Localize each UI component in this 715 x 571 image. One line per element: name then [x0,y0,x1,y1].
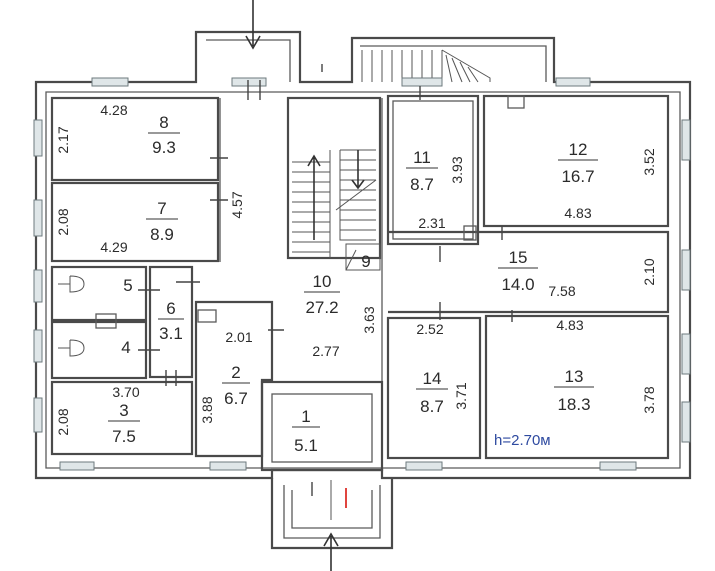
dim-r14-depth: 3.71 [453,382,469,409]
room-7-number: 7 [157,199,166,218]
room-8-area: 9.3 [152,138,176,157]
room-9-number: 9 [361,252,370,271]
dim-r3-depth: 2.08 [55,408,71,435]
room-6-number: 6 [166,299,175,318]
dim-r7-depth: 2.08 [55,208,71,235]
windows [33,77,691,471]
dim-r8-width: 4.28 [100,102,127,118]
dim-r15-len: 7.58 [548,283,575,299]
dim-r12-width: 4.83 [564,205,591,221]
doors [95,64,525,496]
room-6-area: 3.1 [159,324,183,343]
dim-r13-depth: 3.78 [641,386,657,413]
dimension-labels: 4.28 2.17 4.29 2.08 4.57 3.93 2.31 3.52 … [55,102,657,436]
dim-r2-width: 2.01 [225,329,252,345]
room-13-area: 18.3 [557,395,590,414]
room-13-number: 13 [565,367,584,386]
staircase [292,49,491,271]
room-4-number: 4 [121,338,130,357]
room-labels: 8 9.3 7 8.9 5 4 6 3.1 3 7.5 2 6.7 10 27.… [108,113,598,455]
dim-r10-width: 2.77 [312,343,339,359]
top-entrance-arrow [245,0,261,50]
room-11-number: 11 [413,148,431,167]
room-12-area: 16.7 [561,167,594,186]
room-11-area: 8.7 [410,175,434,194]
toilet-fixtures [58,275,85,357]
dim-r8-depth: 2.17 [55,126,71,153]
room-10-number: 10 [313,272,332,291]
outer-walls [34,30,692,550]
room-12-number: 12 [569,140,588,159]
room-7-area: 8.9 [150,225,174,244]
room-3-number: 3 [119,401,128,420]
room-3-area: 7.5 [112,427,136,446]
dim-r12-depth: 3.52 [641,148,657,175]
dim-r11-width: 2.31 [418,215,445,231]
entrance-arrows [245,0,347,571]
dim-corridor-len: 4.57 [229,191,245,218]
dim-r11-depth: 3.93 [449,156,465,183]
dim-r7-width: 4.29 [100,239,127,255]
room-1-number: 1 [301,407,310,426]
room-10-area: 27.2 [305,298,338,317]
dim-r14-width: 2.52 [416,321,443,337]
dim-r3-width: 3.70 [112,384,139,400]
room-14-area: 8.7 [420,397,444,416]
room-15-area: 14.0 [501,275,534,294]
dim-r2-depth: 3.88 [199,396,215,423]
room-2-number: 2 [231,363,240,382]
room-14-number: 14 [423,369,442,388]
dim-r13-width: 4.83 [556,317,583,333]
interior-walls [50,94,670,472]
room-1-area: 5.1 [294,436,318,455]
room-5-number: 5 [123,276,132,295]
room-15-number: 15 [509,248,528,267]
ceiling-height-note: h=2.70м [494,432,551,449]
bottom-entrance-arrow [323,532,339,571]
dim-r10-depth: 3.63 [361,306,377,333]
room-2-area: 6.7 [224,389,248,408]
dim-r15-depth: 2.10 [641,258,657,285]
room-8-number: 8 [159,113,168,132]
